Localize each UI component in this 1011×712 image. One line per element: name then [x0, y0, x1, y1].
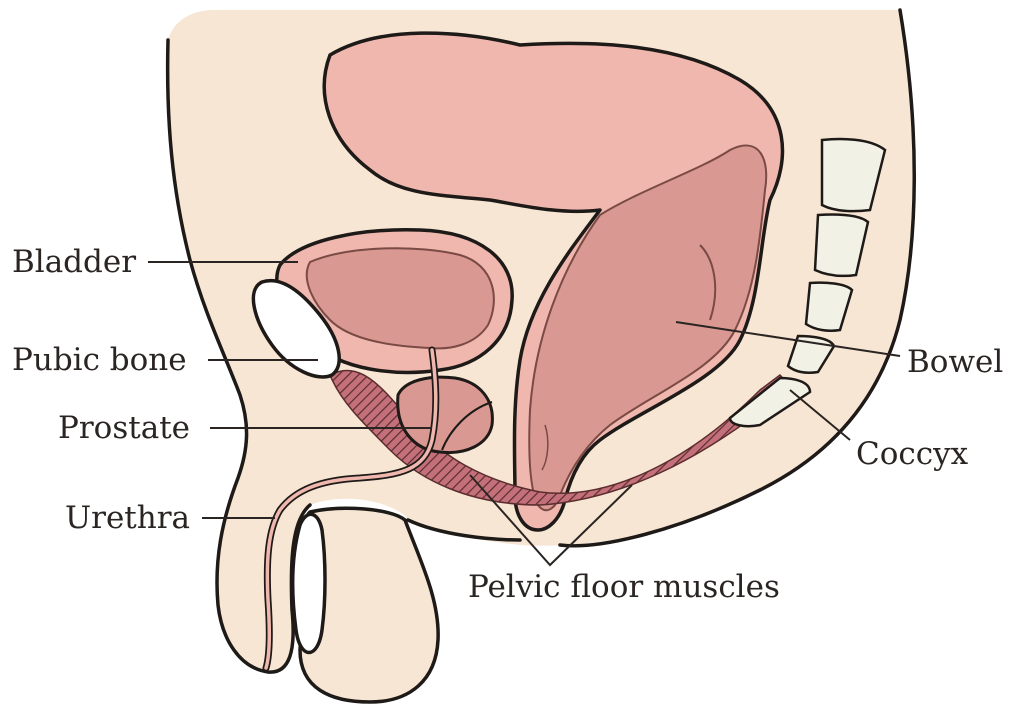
label-prostate: Prostate [58, 410, 190, 446]
label-bladder: Bladder [12, 244, 136, 280]
label-coccyx: Coccyx [856, 436, 969, 472]
label-urethra: Urethra [65, 500, 190, 536]
label-bowel: Bowel [907, 344, 1003, 380]
penis-fold [293, 514, 325, 652]
label-pelvic-floor-muscles: Pelvic floor muscles [468, 569, 780, 605]
label-pubic-bone: Pubic bone [12, 342, 187, 378]
